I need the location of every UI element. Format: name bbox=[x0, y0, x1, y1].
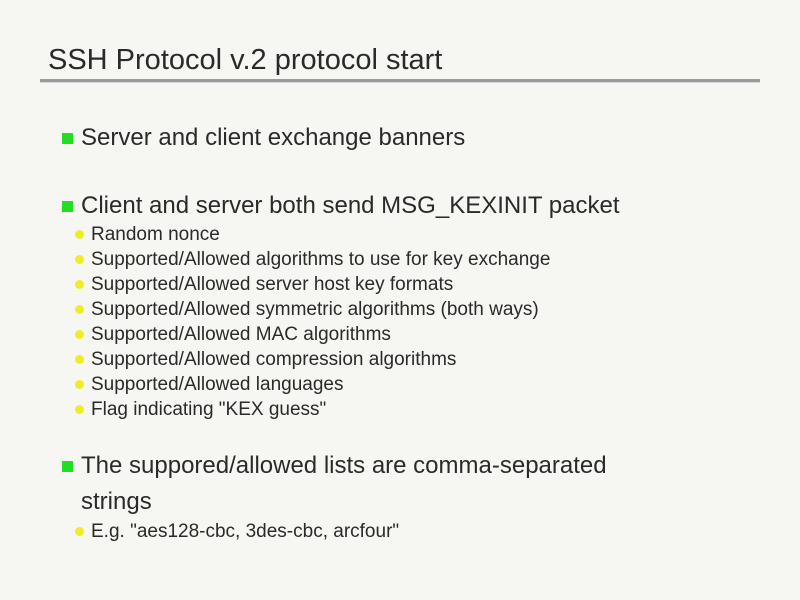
sub-item: Random nonce bbox=[75, 222, 755, 247]
sub-item: Supported/Allowed symmetric algorithms (… bbox=[75, 297, 755, 322]
sub-item: Supported/Allowed algorithms to use for … bbox=[75, 247, 755, 272]
bullet-item-lists: The suppored/allowed lists are comma-sep… bbox=[62, 448, 682, 520]
round-bullet-icon bbox=[75, 527, 84, 536]
round-bullet-icon bbox=[75, 330, 84, 339]
title-divider bbox=[40, 79, 760, 83]
bullet-text: Server and client exchange banners bbox=[81, 124, 466, 151]
round-bullet-icon bbox=[75, 405, 84, 414]
square-bullet-icon bbox=[62, 133, 73, 144]
square-bullet-icon bbox=[62, 461, 73, 472]
sub-item-text: Supported/Allowed languages bbox=[91, 374, 344, 395]
round-bullet-icon bbox=[75, 355, 84, 364]
sub-item-text: Supported/Allowed MAC algorithms bbox=[91, 324, 391, 345]
bullet-item-banners: Server and client exchange banners bbox=[62, 120, 742, 156]
sub-item-text: Supported/Allowed server host key format… bbox=[91, 274, 454, 295]
slide-title: SSH Protocol v.2 protocol start bbox=[48, 44, 443, 76]
square-bullet-icon bbox=[62, 201, 73, 212]
sub-item: Supported/Allowed languages bbox=[75, 372, 755, 397]
sub-item: Supported/Allowed compression algorithms bbox=[75, 347, 755, 372]
sub-item: Flag indicating "KEX guess" bbox=[75, 397, 755, 422]
sub-item: Supported/Allowed server host key format… bbox=[75, 272, 755, 297]
round-bullet-icon bbox=[75, 280, 84, 289]
sub-item-text: Supported/Allowed compression algorithms bbox=[91, 349, 457, 370]
round-bullet-icon bbox=[75, 380, 84, 389]
sub-item-text: Supported/Allowed symmetric algorithms (… bbox=[91, 299, 539, 320]
sub-item-text: Supported/Allowed algorithms to use for … bbox=[91, 249, 551, 270]
bullet-text: The suppored/allowed lists are comma-sep… bbox=[81, 452, 607, 515]
sub-item-text: Flag indicating "KEX guess" bbox=[91, 399, 327, 420]
bullet-item-kexinit: Client and server both send MSG_KEXINIT … bbox=[62, 188, 742, 224]
sub-item: Supported/Allowed MAC algorithms bbox=[75, 322, 755, 347]
sub-item: E.g. "aes128-cbc, 3des-cbc, arcfour" bbox=[75, 519, 755, 544]
sub-item-text: E.g. "aes128-cbc, 3des-cbc, arcfour" bbox=[91, 521, 400, 542]
sub-item-text: Random nonce bbox=[91, 224, 220, 245]
round-bullet-icon bbox=[75, 305, 84, 314]
round-bullet-icon bbox=[75, 255, 84, 264]
bullet-text: Client and server both send MSG_KEXINIT … bbox=[81, 192, 620, 219]
round-bullet-icon bbox=[75, 230, 84, 239]
